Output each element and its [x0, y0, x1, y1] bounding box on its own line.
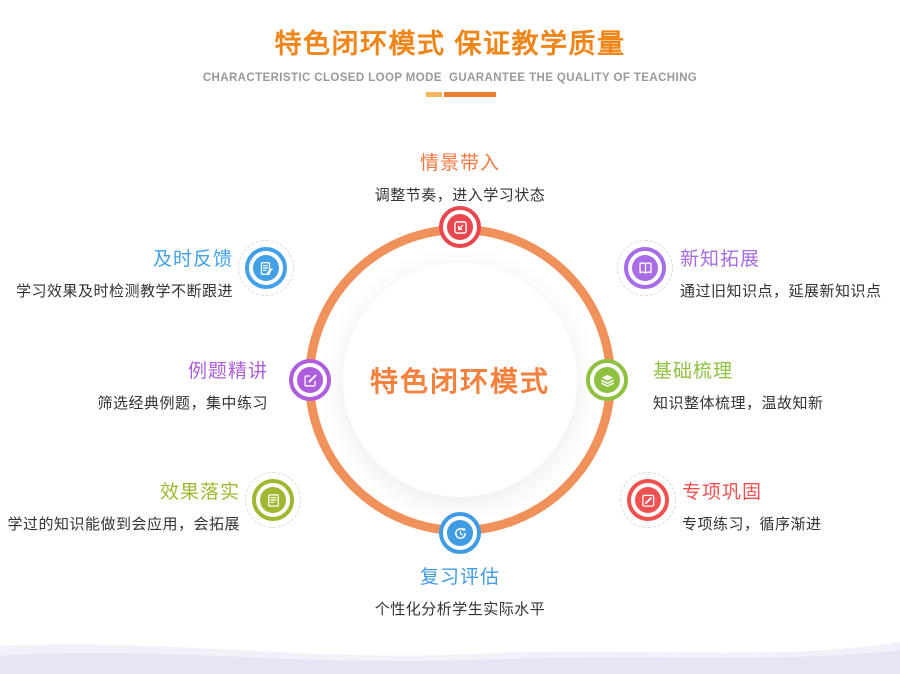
node-effect-implementation: 效果落实 学过的知识能做到会应用，会拓展	[7, 477, 240, 534]
edit-icon-core	[297, 367, 323, 393]
scene-entry-icon	[439, 206, 481, 248]
node-label: 及时反馈	[152, 249, 233, 270]
center-circle: 特色闭环模式	[343, 263, 577, 497]
node-label: 复习评估	[419, 567, 500, 588]
scene-entry-icon-core	[447, 214, 473, 240]
feedback-doc-icon	[245, 247, 287, 289]
node-desc: 学习效果及时检测教学不断跟进	[15, 283, 233, 300]
open-book-icon	[624, 247, 666, 289]
bottom-wave	[0, 642, 900, 674]
title-divider	[426, 92, 496, 97]
node-timely-feedback: 及时反馈 学习效果及时检测教学不断跟进	[16, 244, 233, 301]
dashed-halo	[245, 472, 301, 528]
node-desc: 学过的知识能做到会应用，会拓展	[7, 516, 240, 533]
notebook-icon-core	[260, 487, 286, 513]
node-desc: 个性化分析学生实际水平	[374, 601, 546, 618]
node-desc: 筛选经典例题，集中练习	[97, 395, 268, 412]
node-label: 基础梳理	[653, 361, 734, 382]
divider-segment-light	[426, 92, 442, 97]
node-basic-review: 基础梳理 知识整体梳理，温故知新	[653, 356, 824, 413]
feedback-doc-icon-core	[253, 255, 279, 281]
dashed-halo	[617, 240, 673, 296]
layers-icon	[586, 359, 628, 401]
header: 特色闭环模式 保证教学质量 CHARACTERISTIC CLOSED LOOP…	[0, 22, 900, 84]
center-label: 特色闭环模式	[369, 366, 550, 397]
pencil-square-icon-core	[635, 487, 661, 513]
node-label: 效果落实	[159, 482, 240, 503]
dashed-halo	[620, 472, 676, 528]
edit-icon	[289, 359, 331, 401]
node-desc: 知识整体梳理，温故知新	[653, 395, 824, 412]
page-subtitle: CHARACTERISTIC CLOSED LOOP MODE GUARANTE…	[202, 72, 698, 84]
refresh-icon	[439, 512, 481, 554]
node-label: 新知拓展	[680, 249, 761, 270]
divider-segment-dark	[444, 92, 496, 97]
layers-icon-core	[594, 367, 620, 393]
node-desc: 专项练习，循序渐进	[682, 516, 822, 533]
node-label: 情景带入	[419, 153, 500, 174]
node-desc: 调整节奏，进入学习状态	[374, 187, 546, 204]
dashed-halo	[238, 240, 294, 296]
node-review-assessment: 复习评估 个性化分析学生实际水平	[310, 562, 610, 619]
node-example-lecture: 例题精讲 筛选经典例题，集中练习	[97, 356, 268, 413]
node-new-knowledge: 新知拓展 通过旧知识点，延展新知识点	[680, 244, 882, 301]
node-label: 专项巩固	[682, 482, 763, 503]
refresh-icon-core	[447, 520, 473, 546]
open-book-icon-core	[632, 255, 658, 281]
pencil-square-icon	[627, 479, 669, 521]
page-title: 特色闭环模式 保证教学质量	[274, 29, 626, 59]
node-desc: 通过旧知识点，延展新知识点	[680, 283, 882, 300]
notebook-icon	[252, 479, 294, 521]
node-special-practice: 专项巩固 专项练习，循序渐进	[682, 477, 822, 534]
node-scene-entry: 情景带入 调整节奏，进入学习状态	[310, 148, 610, 205]
node-label: 例题精讲	[187, 361, 268, 382]
